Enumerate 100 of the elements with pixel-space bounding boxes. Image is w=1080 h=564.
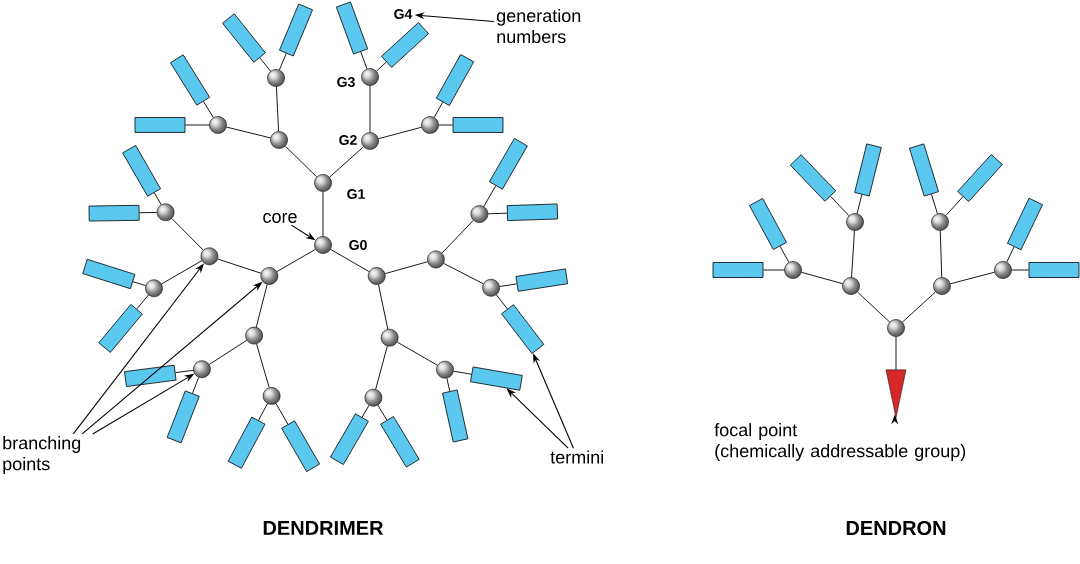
annotation-text: branching points bbox=[3, 436, 81, 474]
generation-label: G0 bbox=[349, 240, 367, 250]
branch-line bbox=[801, 271, 843, 285]
branch-sphere bbox=[270, 131, 288, 149]
terminus-block bbox=[957, 154, 1003, 202]
terminus-block bbox=[909, 143, 939, 197]
branch-sphere bbox=[156, 203, 175, 222]
branch-line bbox=[369, 85, 371, 133]
branch-sphere bbox=[245, 326, 263, 345]
panel-label: DENDRON bbox=[846, 520, 946, 536]
branch-sphere bbox=[361, 132, 379, 150]
branch-sphere bbox=[364, 388, 383, 407]
branch-line bbox=[895, 336, 897, 371]
terminus-block bbox=[489, 138, 528, 190]
branch-line bbox=[396, 341, 438, 366]
branch-line bbox=[329, 146, 364, 178]
terminus-block bbox=[435, 54, 475, 106]
terminus-block bbox=[381, 22, 429, 68]
terminus-block bbox=[506, 203, 559, 221]
terminus-block bbox=[515, 268, 569, 292]
branch-line bbox=[443, 262, 484, 285]
branch-line bbox=[433, 101, 444, 118]
branch-line bbox=[483, 185, 497, 207]
panel-label: DENDRIMER bbox=[263, 521, 384, 535]
terminus-block bbox=[124, 364, 177, 387]
branch-line bbox=[360, 51, 368, 70]
branch-line bbox=[139, 212, 158, 214]
branch-sphere bbox=[260, 267, 279, 285]
branch-sphere bbox=[427, 250, 445, 269]
branch-line bbox=[208, 339, 248, 365]
terminus-block bbox=[170, 54, 210, 106]
branch-line bbox=[226, 126, 271, 139]
branch-sphere bbox=[209, 116, 227, 134]
branch-line bbox=[830, 195, 850, 217]
branch-sphere bbox=[421, 116, 439, 134]
branch-line bbox=[259, 57, 271, 72]
branch-sphere bbox=[931, 213, 949, 231]
terminus-block bbox=[222, 13, 266, 63]
branch-sphere bbox=[436, 360, 454, 379]
branch-line bbox=[950, 271, 995, 285]
branch-sphere bbox=[784, 261, 802, 279]
branch-line bbox=[939, 230, 943, 278]
terminus-block bbox=[122, 145, 161, 197]
branch-line bbox=[203, 101, 214, 118]
branch-line bbox=[1006, 246, 1015, 263]
branch-line bbox=[851, 230, 855, 278]
terminus-block bbox=[88, 204, 140, 222]
branch-line bbox=[284, 145, 318, 178]
terminus-block bbox=[380, 416, 420, 468]
terminus-block bbox=[82, 258, 136, 290]
branch-sphere bbox=[314, 236, 332, 254]
branch-sphere bbox=[933, 277, 951, 295]
branch-line bbox=[256, 343, 270, 388]
branch-line bbox=[276, 248, 316, 273]
generation-label: G1 bbox=[347, 189, 365, 199]
annotation-text: core bbox=[263, 213, 297, 223]
branch-sphere bbox=[380, 328, 399, 347]
terminus-block bbox=[134, 117, 186, 133]
branch-line bbox=[438, 124, 454, 126]
branch-line bbox=[217, 258, 262, 274]
branch-line bbox=[378, 126, 422, 140]
branch-line bbox=[275, 403, 289, 425]
branch-sphere bbox=[314, 174, 332, 192]
terminus-block bbox=[335, 1, 369, 55]
branch-line bbox=[378, 284, 389, 330]
branch-sphere bbox=[145, 279, 163, 298]
branch-line bbox=[258, 403, 268, 421]
terminus-block bbox=[789, 154, 837, 202]
branch-line bbox=[276, 86, 280, 132]
terminus-block bbox=[501, 304, 545, 354]
branch-sphere bbox=[361, 68, 379, 86]
annotation-text: generation numbers bbox=[496, 8, 581, 44]
annotation-text: focal point (chemically addressable group) bbox=[714, 423, 966, 461]
branch-line bbox=[902, 291, 936, 323]
branch-line bbox=[779, 245, 790, 263]
branch-line bbox=[184, 124, 210, 126]
branch-line bbox=[945, 196, 964, 216]
branch-line bbox=[330, 248, 370, 273]
terminus-block bbox=[227, 416, 266, 469]
branch-line bbox=[384, 261, 428, 275]
terminus-block bbox=[452, 117, 504, 133]
terminus-block bbox=[442, 389, 469, 443]
branch-sphere bbox=[267, 69, 285, 87]
branch-line bbox=[856, 194, 863, 214]
branch-sphere bbox=[482, 279, 500, 297]
terminus-block bbox=[749, 198, 787, 250]
annotation-text: termini bbox=[550, 450, 603, 464]
terminus-block bbox=[281, 420, 320, 472]
branch-line bbox=[1011, 269, 1030, 271]
branch-sphere bbox=[994, 261, 1012, 279]
generation-label: G3 bbox=[337, 77, 355, 87]
branch-line bbox=[361, 404, 370, 418]
terminus-block bbox=[330, 413, 369, 465]
terminus-block bbox=[98, 304, 143, 353]
branch-line bbox=[931, 193, 938, 215]
branch-line bbox=[453, 370, 472, 375]
branch-sphere bbox=[200, 247, 219, 266]
branch-sphere bbox=[846, 213, 864, 231]
terminus-block bbox=[1007, 197, 1043, 251]
branch-line bbox=[132, 281, 147, 287]
